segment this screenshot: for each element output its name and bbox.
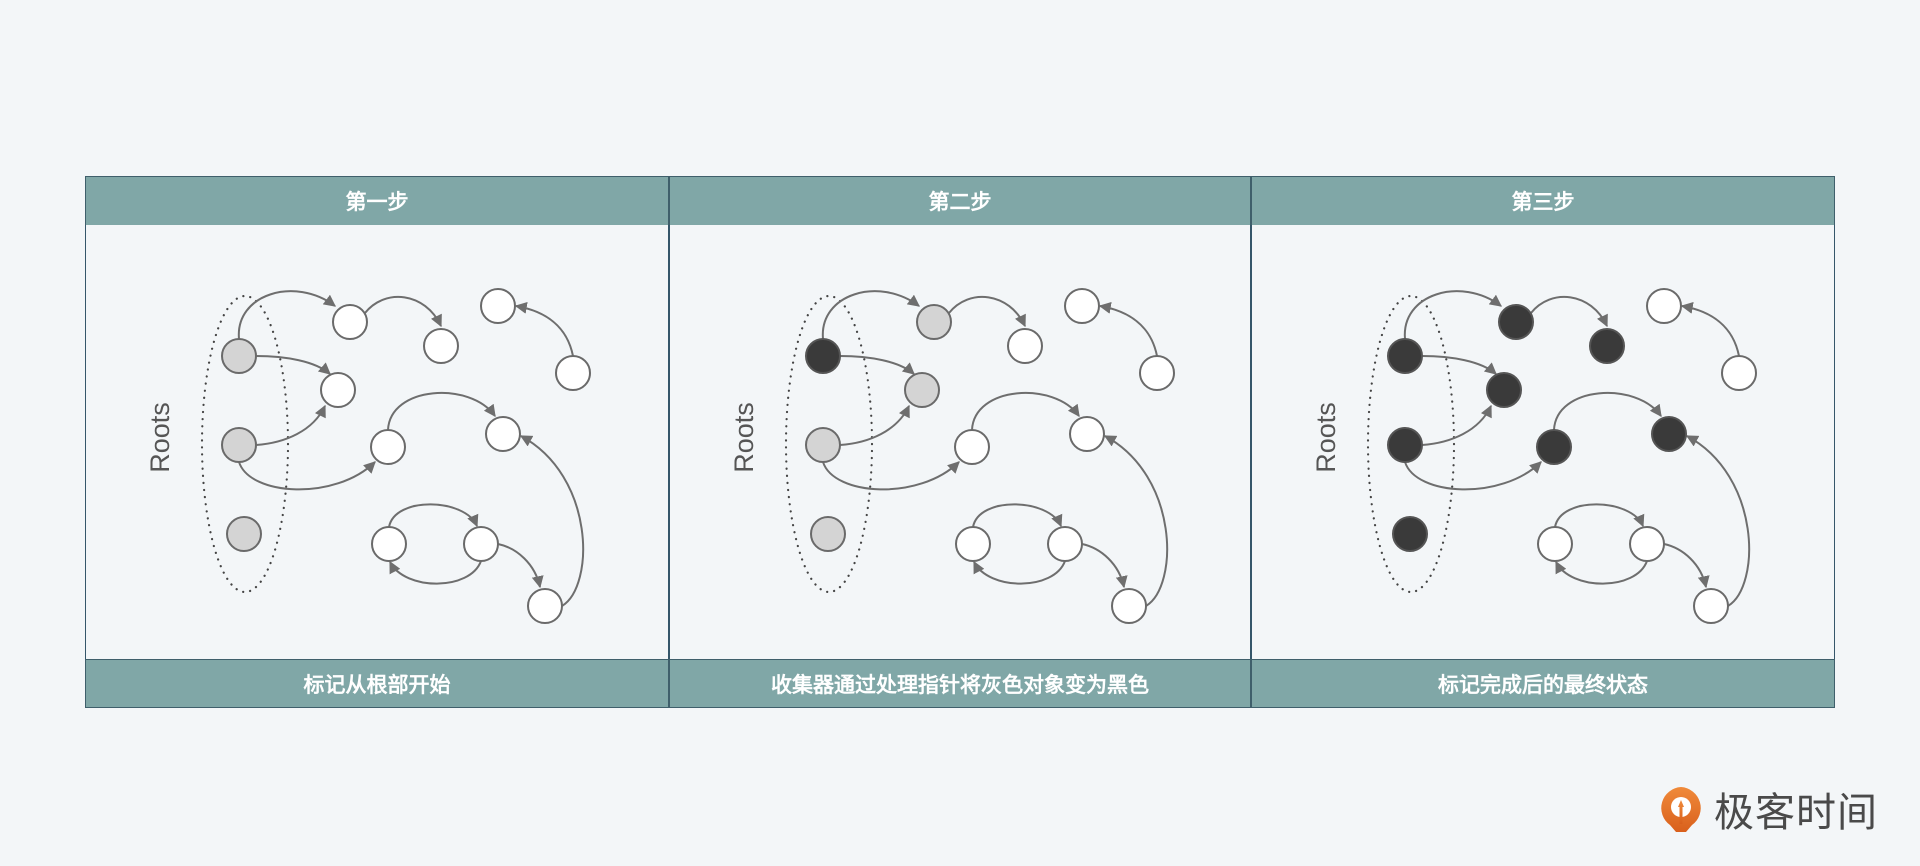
reference-arrow [1081,543,1128,589]
reference-arrow [948,295,1026,328]
object-graph [1366,288,1757,624]
object-node-i-white [1629,526,1665,562]
reference-arrow [497,543,544,589]
object-node-c-white [320,372,356,408]
panel-title: 第二步 [669,176,1251,226]
reference-arrow [1403,290,1502,340]
object-node-c-black [1486,372,1522,408]
reference-arrow [519,435,585,607]
reference-arrow [822,461,960,491]
object-node-g-white [1069,416,1105,452]
object-node-f-black [1536,429,1572,465]
reference-arrow [1554,503,1645,528]
geektime-logo: 极客时间 [1656,784,1896,836]
object-node-g-black [1651,416,1687,452]
reference-arrow [972,503,1063,528]
object-node-g-white [485,416,521,452]
object-node-r2-black [1387,427,1423,463]
panel-caption: 收集器通过处理指针将灰色对象变为黑色 [669,659,1251,708]
roots-set-ellipse [784,294,874,594]
reference-arrow [238,461,376,491]
object-node-e-white [555,355,591,391]
object-node-h-white [371,526,407,562]
object-node-b-black [1589,328,1625,364]
reference-arrow [389,560,482,585]
object-node-c-gray [904,372,940,408]
object-node-i-white [1047,526,1083,562]
object-node-b-white [1007,328,1043,364]
reference-arrow [971,392,1080,431]
reference-arrow [1404,461,1542,491]
object-node-f-white [954,429,990,465]
reference-arrow [1530,295,1608,328]
reference-arrow [237,290,336,340]
object-node-h-white [955,526,991,562]
reference-arrow [1555,560,1648,585]
reference-arrow [1680,301,1740,357]
object-node-d-white [1646,288,1682,324]
object-node-a-white [332,304,368,340]
mark-phase-diagram: 第一步 Roots 标记从根部开始 第二步 Roots 收集器通过处理指针将灰色… [85,176,1835,708]
roots-set-ellipse [200,294,290,594]
reference-arrow [514,301,574,357]
panel-step-2: 第二步 Roots 收集器通过处理指针将灰色对象变为黑色 [669,176,1251,708]
object-graph [200,288,591,624]
panel-title: 第一步 [85,176,669,226]
reference-arrow [839,355,915,375]
object-node-r3-black [1392,516,1428,552]
object-node-r3-gray [810,516,846,552]
object-node-e-white [1139,355,1175,391]
geektime-logo-icon [1656,784,1706,834]
roots-set-ellipse [1366,294,1456,594]
reference-arrow [1421,404,1492,446]
reference-arrow [1553,392,1662,431]
reference-arrow [364,295,442,328]
reference-arrow [255,404,326,446]
object-graph [784,288,1175,624]
object-node-r2-gray [221,427,257,463]
object-node-a-black [1498,304,1534,340]
reference-arrow [973,560,1066,585]
reference-arrow [1663,543,1710,589]
reference-arrow [1103,435,1169,607]
panel-caption: 标记从根部开始 [85,659,669,708]
object-node-h-white [1537,526,1573,562]
reference-arrow [387,392,496,431]
object-node-j-white [527,588,563,624]
reference-arrow [255,355,331,375]
object-node-f-white [370,429,406,465]
object-node-i-white [463,526,499,562]
object-node-r3-gray [226,516,262,552]
reference-arrow [388,503,479,528]
object-node-r1-gray [221,338,257,374]
object-node-r2-gray [805,427,841,463]
panel-step-1: 第一步 Roots 标记从根部开始 [85,176,669,708]
reference-arrow [821,290,920,340]
object-node-j-white [1693,588,1729,624]
object-node-b-white [423,328,459,364]
reference-arrow [839,404,910,446]
object-node-j-white [1111,588,1147,624]
object-node-e-white [1721,355,1757,391]
logo-text: 极客时间 [1714,790,1878,836]
reference-arrow [1421,355,1497,375]
panel-title: 第三步 [1251,176,1835,226]
object-node-d-white [480,288,516,324]
object-node-d-white [1064,288,1100,324]
object-node-a-gray [916,304,952,340]
object-node-r1-black [1387,338,1423,374]
reference-arrow [1098,301,1158,357]
reference-arrow [1685,435,1751,607]
panel-caption: 标记完成后的最终状态 [1251,659,1835,708]
object-node-r1-black [805,338,841,374]
panel-step-3: 第三步 Roots 标记完成后的最终状态 [1251,176,1835,708]
